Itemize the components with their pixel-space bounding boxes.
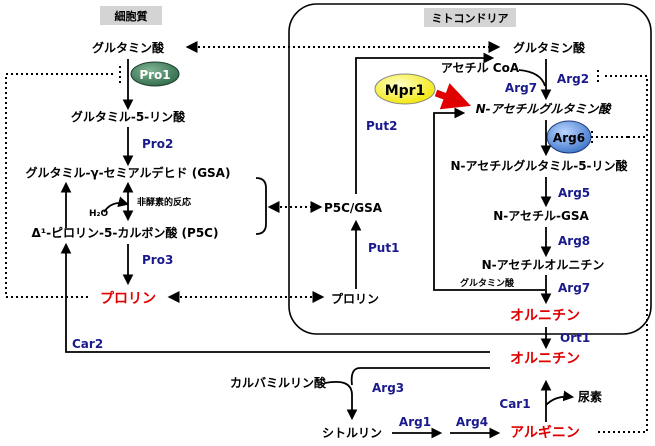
enzyme-arg2: Arg2 xyxy=(557,72,589,86)
carbamoylp-join xyxy=(324,380,358,421)
enzyme-arg7-top: Arg7 xyxy=(505,81,537,95)
urea-citrulline-label: シトルリン xyxy=(322,426,382,440)
cyto-gsa-label: グルタミル-γ-セミアルデヒド (GSA) xyxy=(26,165,231,180)
cyto-water-label: H₂O xyxy=(89,209,108,219)
enzyme-arg5: Arg5 xyxy=(558,186,590,200)
arg6-badge-label: Arg6 xyxy=(553,131,585,145)
gsa-p5c-bracket xyxy=(255,177,267,235)
mitochondria-boundary xyxy=(288,3,652,335)
arrow-urea xyxy=(545,390,575,406)
mitochondria-header-box xyxy=(424,8,516,27)
pro1-badge-label: Pro1 xyxy=(139,68,170,82)
mito-ornithine-label: オルニチン xyxy=(510,308,580,324)
enzyme-pro2: Pro2 xyxy=(142,137,173,151)
urea-ornithine-label: オルニチン xyxy=(510,351,580,367)
mito-naorn-label: N-アセチルオルニチン xyxy=(482,258,605,272)
cytoplasm-header-box xyxy=(100,6,162,25)
arginine-feedback-line xyxy=(598,75,648,433)
mito-p5cgsa-label: P5C/GSA xyxy=(324,201,383,215)
mpr1-red-arrow xyxy=(434,83,471,110)
cytoplasm-header: 細胞質 xyxy=(115,9,148,23)
enzyme-car2: Car2 xyxy=(72,337,103,351)
arrow-water xyxy=(103,196,130,213)
cyto-proline-label: プロリン xyxy=(100,291,156,307)
car2-line xyxy=(60,242,490,353)
mito-glutamate-label: グルタミン酸 xyxy=(513,40,586,55)
urea-arginine-label: アルギニン xyxy=(510,424,580,441)
cyto-glutamate-label: グルタミン酸 xyxy=(92,40,165,55)
enzyme-ort1: Ort1 xyxy=(560,331,590,345)
mito-acetylcoa-label: アセチル CoA xyxy=(441,61,520,75)
enzyme-arg7-bottom: Arg7 xyxy=(558,281,590,295)
mpr1-badge xyxy=(374,73,436,105)
mito-nag5p-label: N-アセチルグルタミル-5-リン酸 xyxy=(450,158,628,173)
urea-urea-label: 尿素 xyxy=(578,389,602,404)
enzyme-arg8: Arg8 xyxy=(558,234,590,248)
pro1-badge xyxy=(130,61,180,87)
mitochondria-header: ミトコンドリア xyxy=(432,12,509,25)
cyto-glutamyl5p-label: グルタミル-5-リン酸 xyxy=(71,109,186,124)
mito-glutamate-small-label: グルタミン酸 xyxy=(460,277,515,289)
enzyme-put2: Put2 xyxy=(366,119,397,133)
ornithine-to-citrulline xyxy=(350,367,490,386)
mito-nag-label: N-アセチルグルタミン酸 xyxy=(476,102,613,116)
cyto-p5c-label: Δ¹-ピロリン-5-カルボン酸 (P5C) xyxy=(32,225,219,240)
enzyme-car1: Car1 xyxy=(499,397,530,411)
arrow-p5c-to-glu xyxy=(355,52,495,194)
mito-nagsa-label: N-アセチル-GSA xyxy=(493,209,589,223)
mito-proline-label: プロリン xyxy=(331,291,379,306)
mpr1-badge-label: Mpr1 xyxy=(385,83,426,99)
enzyme-arg4: Arg4 xyxy=(456,415,488,429)
urea-carbamoylp-label: カルバミルリン酸 xyxy=(230,375,327,390)
enzyme-arg3: Arg3 xyxy=(372,381,404,395)
enzyme-pro3: Pro3 xyxy=(142,253,173,267)
pro1-feedback-line xyxy=(5,73,113,298)
acetylcoa-join xyxy=(518,69,546,87)
cyto-nonenzymatic-label: 非酵素的反応 xyxy=(137,196,191,208)
acetyl-recycle-loop xyxy=(433,107,545,291)
enzyme-put1: Put1 xyxy=(368,241,399,255)
enzyme-arg1: Arg1 xyxy=(399,415,431,429)
